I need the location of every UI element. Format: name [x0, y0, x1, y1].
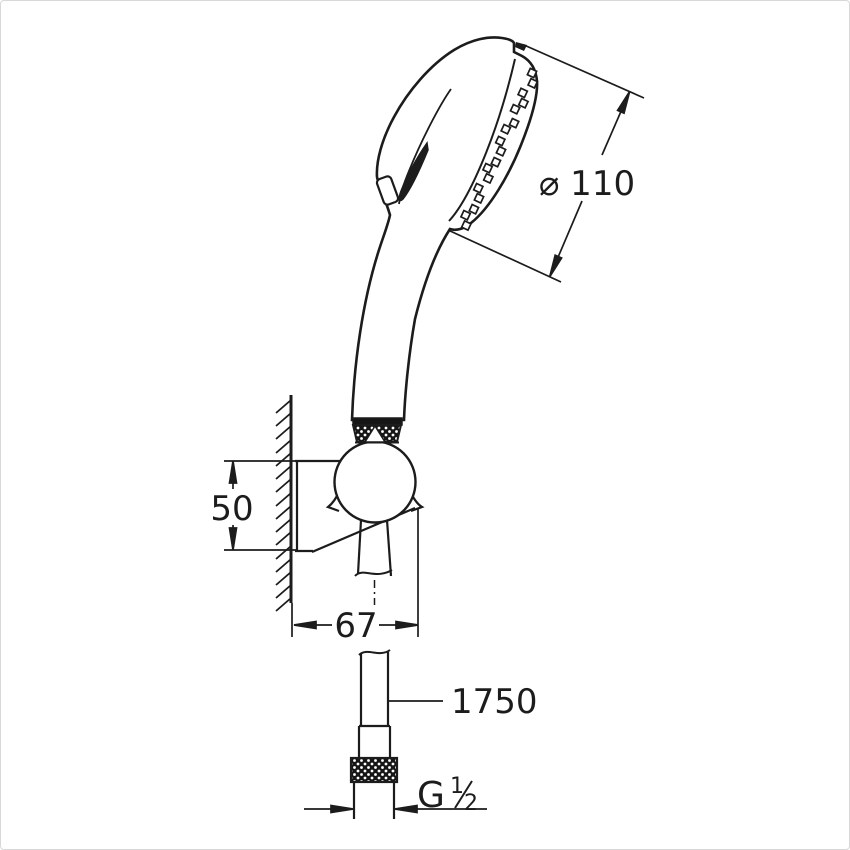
hose-break-edge [358, 649, 391, 656]
ball-joint [333, 440, 417, 524]
fraction-slash [454, 780, 473, 809]
wall-section [275, 395, 293, 612]
hand-shower [350, 36, 539, 422]
spray-nozzles [459, 67, 539, 232]
arrowhead [228, 460, 238, 484]
arrowhead [548, 254, 563, 278]
shower-body-outline [350, 36, 539, 422]
dimension-holder-width: 67 [291, 508, 419, 646]
connector-band [352, 417, 403, 426]
shower-hose [349, 649, 399, 819]
arrowhead [228, 527, 238, 551]
thread-denominator-label: 2 [464, 791, 478, 816]
dimension-head-diameter: ⌀ 110 [447, 44, 645, 283]
dimension-hose-length: 1750 [389, 682, 538, 722]
arrowhead [616, 91, 631, 115]
dimension-thread: G 1 2 [304, 774, 487, 816]
thread-prefix-label: G [417, 775, 445, 816]
head-top-notch [515, 42, 527, 51]
dim-hose-length-label: 1750 [451, 682, 538, 722]
hose-nut [349, 756, 399, 784]
handle-connector [351, 417, 403, 444]
dim-holder-width-label: 67 [334, 606, 377, 646]
body-seam-line [398, 88, 452, 205]
hose-outlet [354, 519, 393, 605]
wall-hatching [275, 399, 292, 612]
extension-line [447, 229, 562, 283]
arrowhead [330, 804, 354, 814]
dimension-holder-height: 50 [210, 460, 297, 551]
thread-numerator-label: 1 [450, 774, 464, 799]
extension-line [523, 44, 645, 99]
arrowhead [395, 620, 419, 630]
arrowhead [293, 620, 317, 630]
arrowhead [394, 804, 418, 814]
mode-button [375, 175, 400, 206]
spray-face-edge [448, 58, 516, 222]
dim-holder-height-label: 50 [210, 489, 253, 529]
dim-head-diameter-label: ⌀ 110 [539, 164, 635, 204]
